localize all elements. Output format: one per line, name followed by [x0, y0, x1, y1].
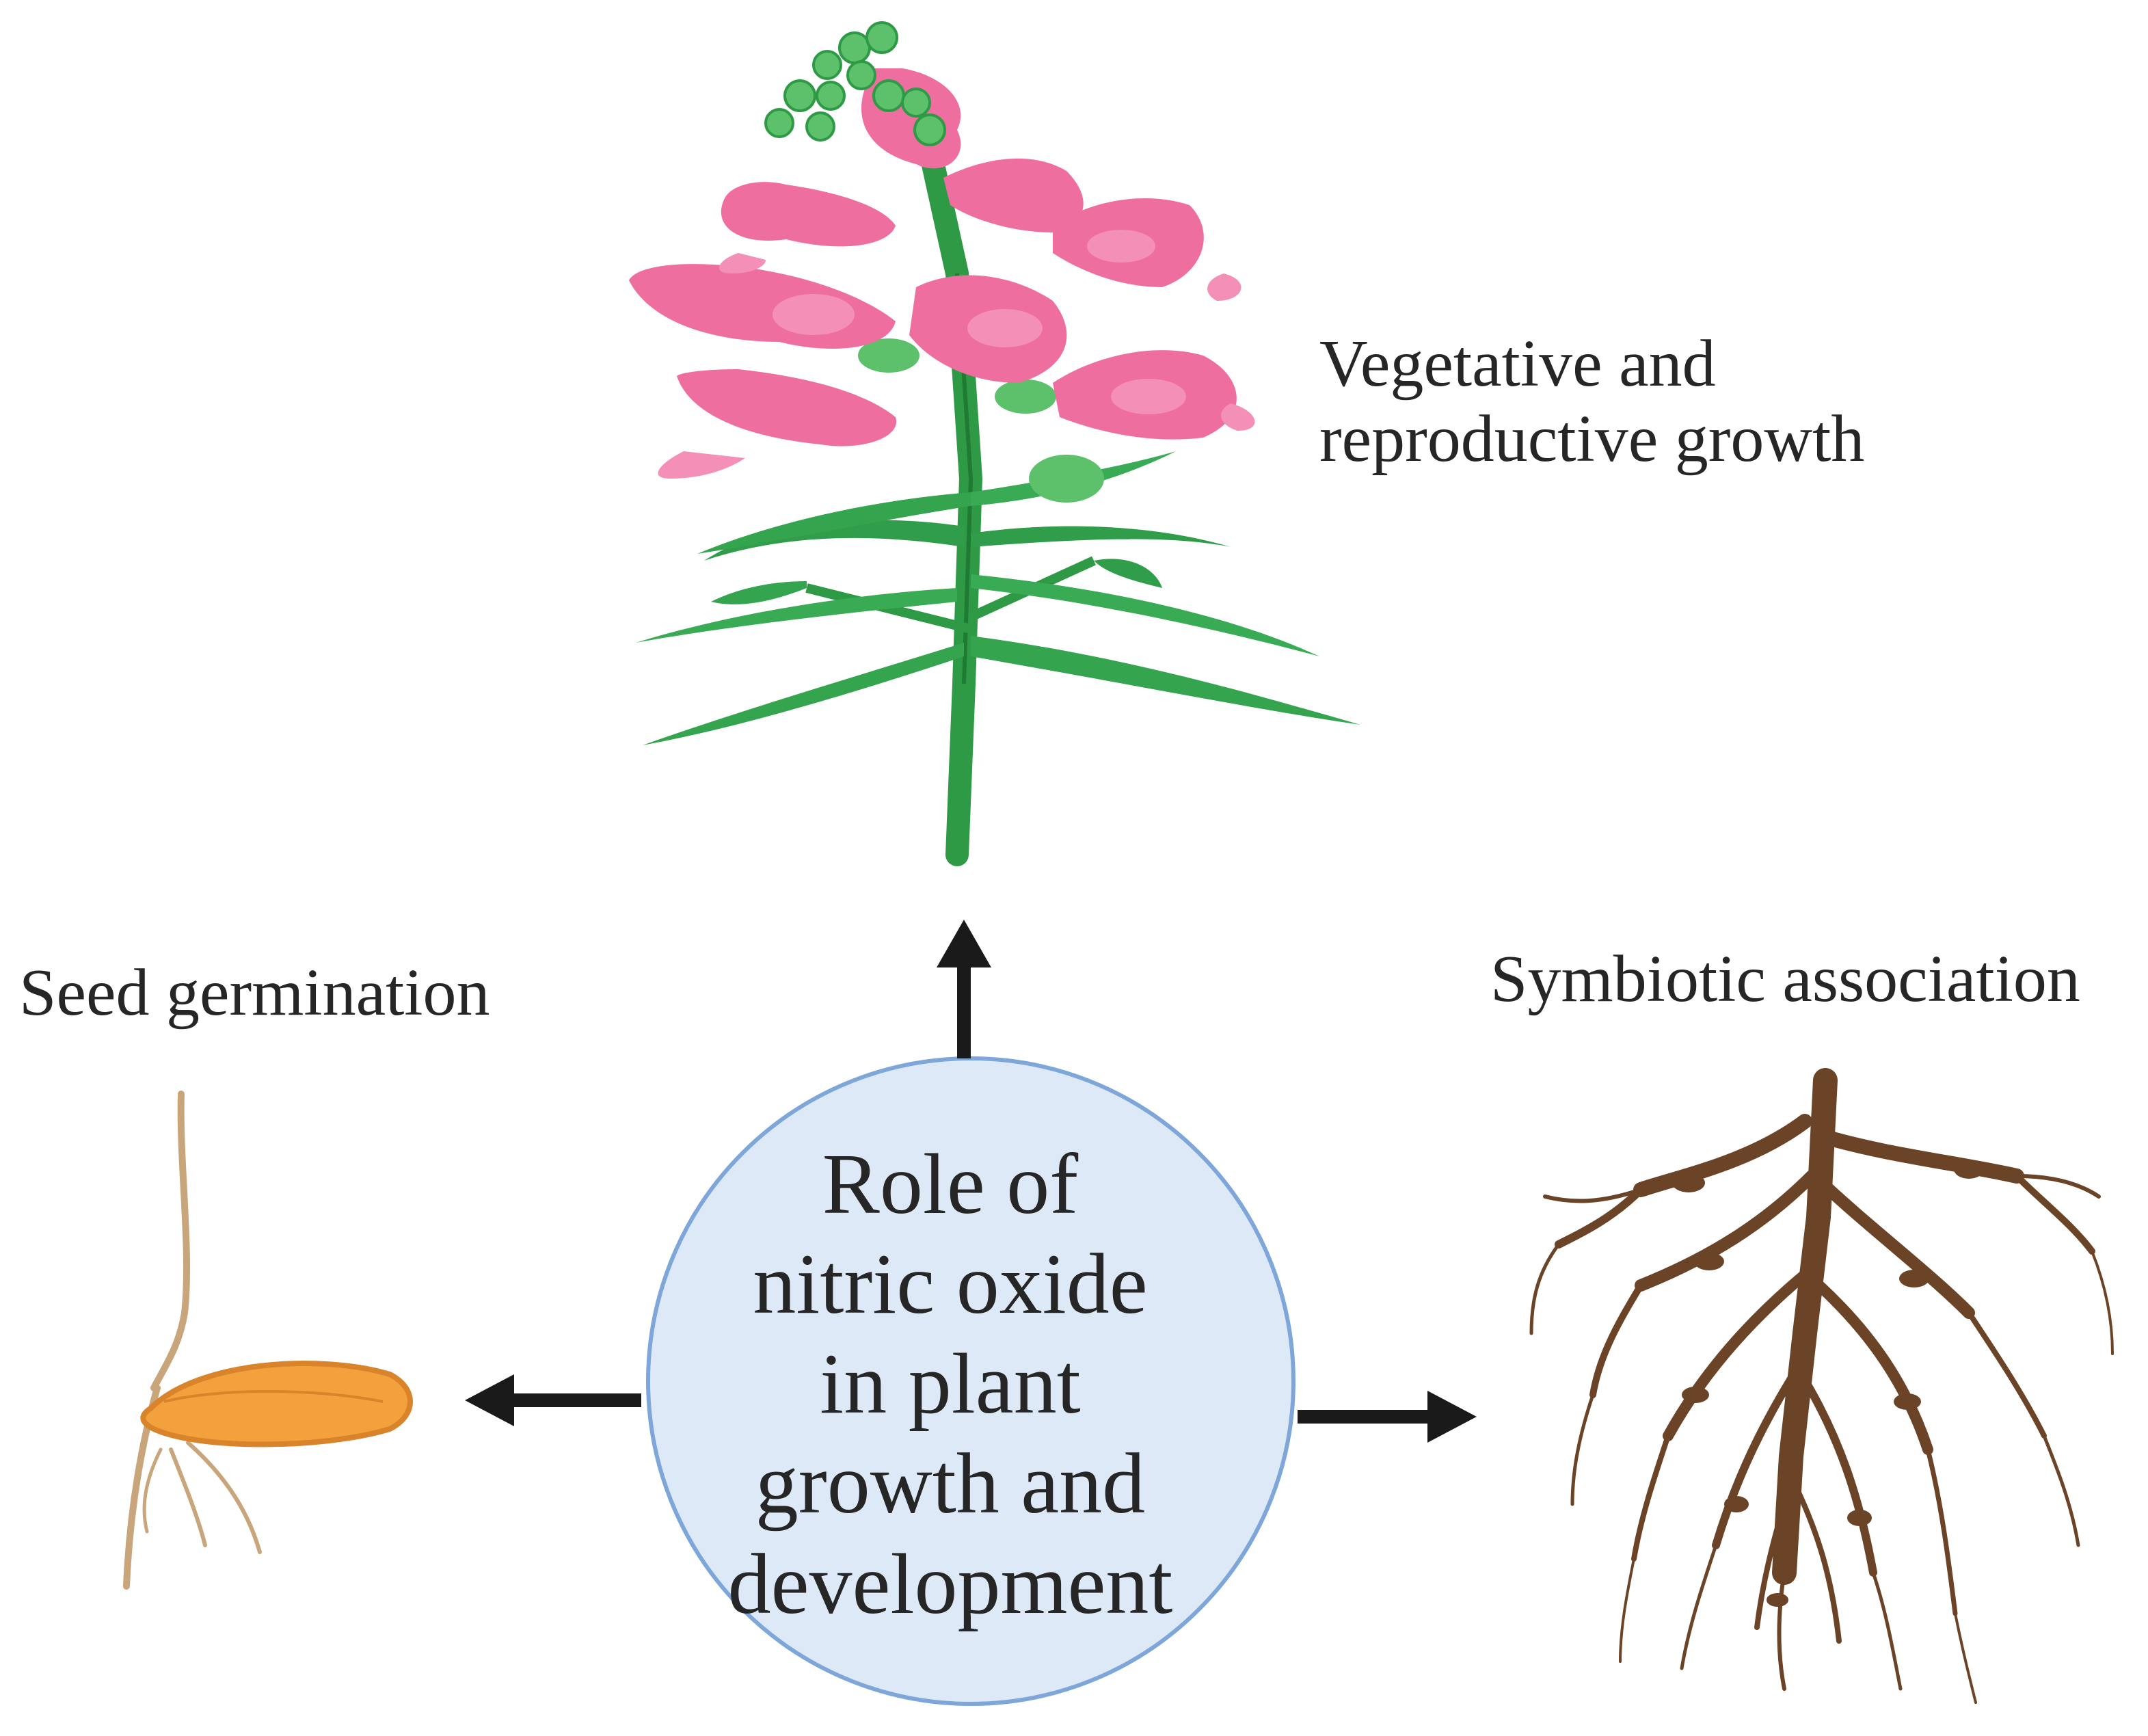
center-title: Role of nitric oxide in plant growth and…	[649, 1135, 1251, 1635]
root-nodules	[1672, 1160, 1984, 1607]
center-title-line-4: growth and	[755, 1437, 1146, 1532]
symbiotic-association-label: Symbiotic association	[1490, 942, 2080, 1016]
flowering-plant-icon	[629, 21, 1360, 866]
vegetative-growth-label-line-2: reproductive growth	[1319, 401, 1865, 476]
arrow-left	[465, 1374, 641, 1426]
arrow-right	[1298, 1391, 1477, 1443]
vegetative-growth-label: Vegetative and reproductive growth	[1319, 327, 1864, 477]
germinating-seed-icon	[123, 1091, 413, 1590]
arrow-up	[937, 920, 991, 1058]
root-system-icon	[1529, 1068, 2114, 1704]
center-title-line-2: nitric oxide	[753, 1237, 1148, 1333]
center-title-line-3: in plant	[820, 1337, 1081, 1432]
vegetative-growth-label-line-1: Vegetative and	[1319, 327, 1716, 401]
seed-germination-label: Seed germination	[19, 956, 490, 1030]
center-title-line-1: Role of	[822, 1137, 1079, 1232]
center-title-line-5: development	[727, 1536, 1173, 1632]
